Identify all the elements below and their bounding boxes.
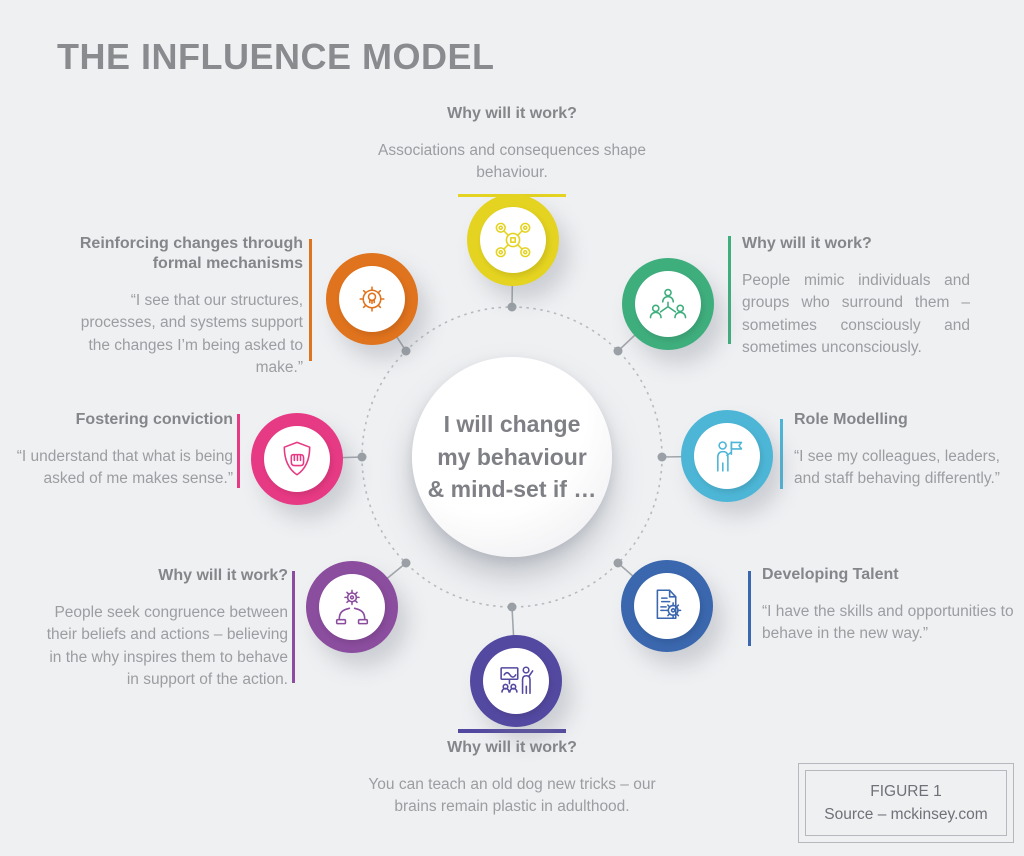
formal-mechanisms-accent-line <box>309 239 312 361</box>
node-associations-inner <box>480 207 546 273</box>
section-mimicry: Why will it work? People mimic individua… <box>742 234 970 359</box>
section-role-modelling: Role Modelling “I see my colleagues, lea… <box>794 410 1022 491</box>
section-developing-talent: Developing Talent “I have the skills and… <box>762 565 1014 646</box>
node-conviction-inner <box>264 426 330 492</box>
node-formal-mechanisms <box>326 253 418 345</box>
node-congruence <box>306 561 398 653</box>
shield-fist-icon <box>283 441 311 476</box>
developing-talent-heading: Developing Talent <box>762 566 899 583</box>
section-formal-mechanisms: Reinforcing changes through formal mecha… <box>68 234 303 379</box>
mimicry-accent-line <box>728 236 731 344</box>
node-developing-talent <box>621 560 713 652</box>
role-modelling-accent-line <box>780 419 783 489</box>
formal-mechanisms-body: “I see that our structures, processes, a… <box>80 292 303 376</box>
figure-label: FIGURE 1 <box>870 782 942 800</box>
conviction-accent-line <box>237 414 240 488</box>
developing-talent-accent-line <box>748 571 751 646</box>
presenter-training-icon <box>500 666 534 695</box>
role-modelling-body: “I see my colleagues, leaders, and staff… <box>794 448 1000 488</box>
figure-box-inner: FIGURE 1 Source – mckinsey.com <box>805 770 1007 836</box>
fostering-conviction-heading: Fostering conviction <box>75 411 233 428</box>
mimicry-heading: Why will it work? <box>742 235 872 252</box>
hands-gear-icon <box>335 589 369 625</box>
node-congruence-inner <box>319 574 385 640</box>
plasticity-accent-line <box>458 729 566 733</box>
center-line-2: my behaviour <box>437 443 587 470</box>
person-flag-icon <box>717 441 743 472</box>
org-chart-icon <box>649 288 687 319</box>
section-associations: Why will it work? Associations and conse… <box>352 104 672 198</box>
section-fostering-conviction: Fostering conviction “I understand that … <box>8 410 233 491</box>
formal-mechanisms-heading: Reinforcing changes through formal mecha… <box>79 235 303 272</box>
developing-talent-body: “I have the skills and opportunities to … <box>762 603 1014 643</box>
node-plasticity-inner <box>483 648 549 714</box>
mimicry-body: People mimic individuals and groups who … <box>742 272 970 356</box>
associations-body: Associations and consequences shape beha… <box>378 142 646 182</box>
node-role-modelling-inner <box>694 423 760 489</box>
node-associations <box>467 194 559 286</box>
congruence-body: People seek congruence between their bel… <box>46 604 288 688</box>
gear-bulb-icon <box>359 286 385 312</box>
node-developing-talent-inner <box>634 573 700 639</box>
role-modelling-heading: Role Modelling <box>794 411 908 428</box>
fostering-conviction-body: “I understand that what is being asked o… <box>16 448 233 488</box>
associations-heading: Why will it work? <box>447 105 577 122</box>
document-gear-icon <box>656 589 682 620</box>
congruence-accent-line <box>292 571 295 683</box>
center-line-1: I will change <box>443 411 581 438</box>
figure-box: FIGURE 1 Source – mckinsey.com <box>798 763 1014 843</box>
figure-source: Source – mckinsey.com <box>824 806 988 823</box>
section-plasticity: Why will it work? You can teach an old d… <box>362 738 662 819</box>
node-mimicry <box>622 258 714 350</box>
node-mimicry-inner <box>635 271 701 337</box>
section-congruence: Why will it work? People seek congruence… <box>38 566 288 691</box>
center-line-3: & mind-set if … <box>427 476 597 503</box>
plasticity-body: You can teach an old dog new tricks – ou… <box>368 776 656 816</box>
page-title: THE INFLUENCE MODEL <box>57 36 495 77</box>
plasticity-heading: Why will it work? <box>447 739 577 756</box>
node-conviction <box>251 413 343 505</box>
node-role-modelling <box>681 410 773 502</box>
coins-network-icon <box>495 222 531 258</box>
node-plasticity <box>470 635 562 727</box>
congruence-heading: Why will it work? <box>158 567 288 584</box>
center-statement: I will change my behaviour & mind-set if… <box>412 357 612 557</box>
node-formal-mechanisms-inner <box>339 266 405 332</box>
